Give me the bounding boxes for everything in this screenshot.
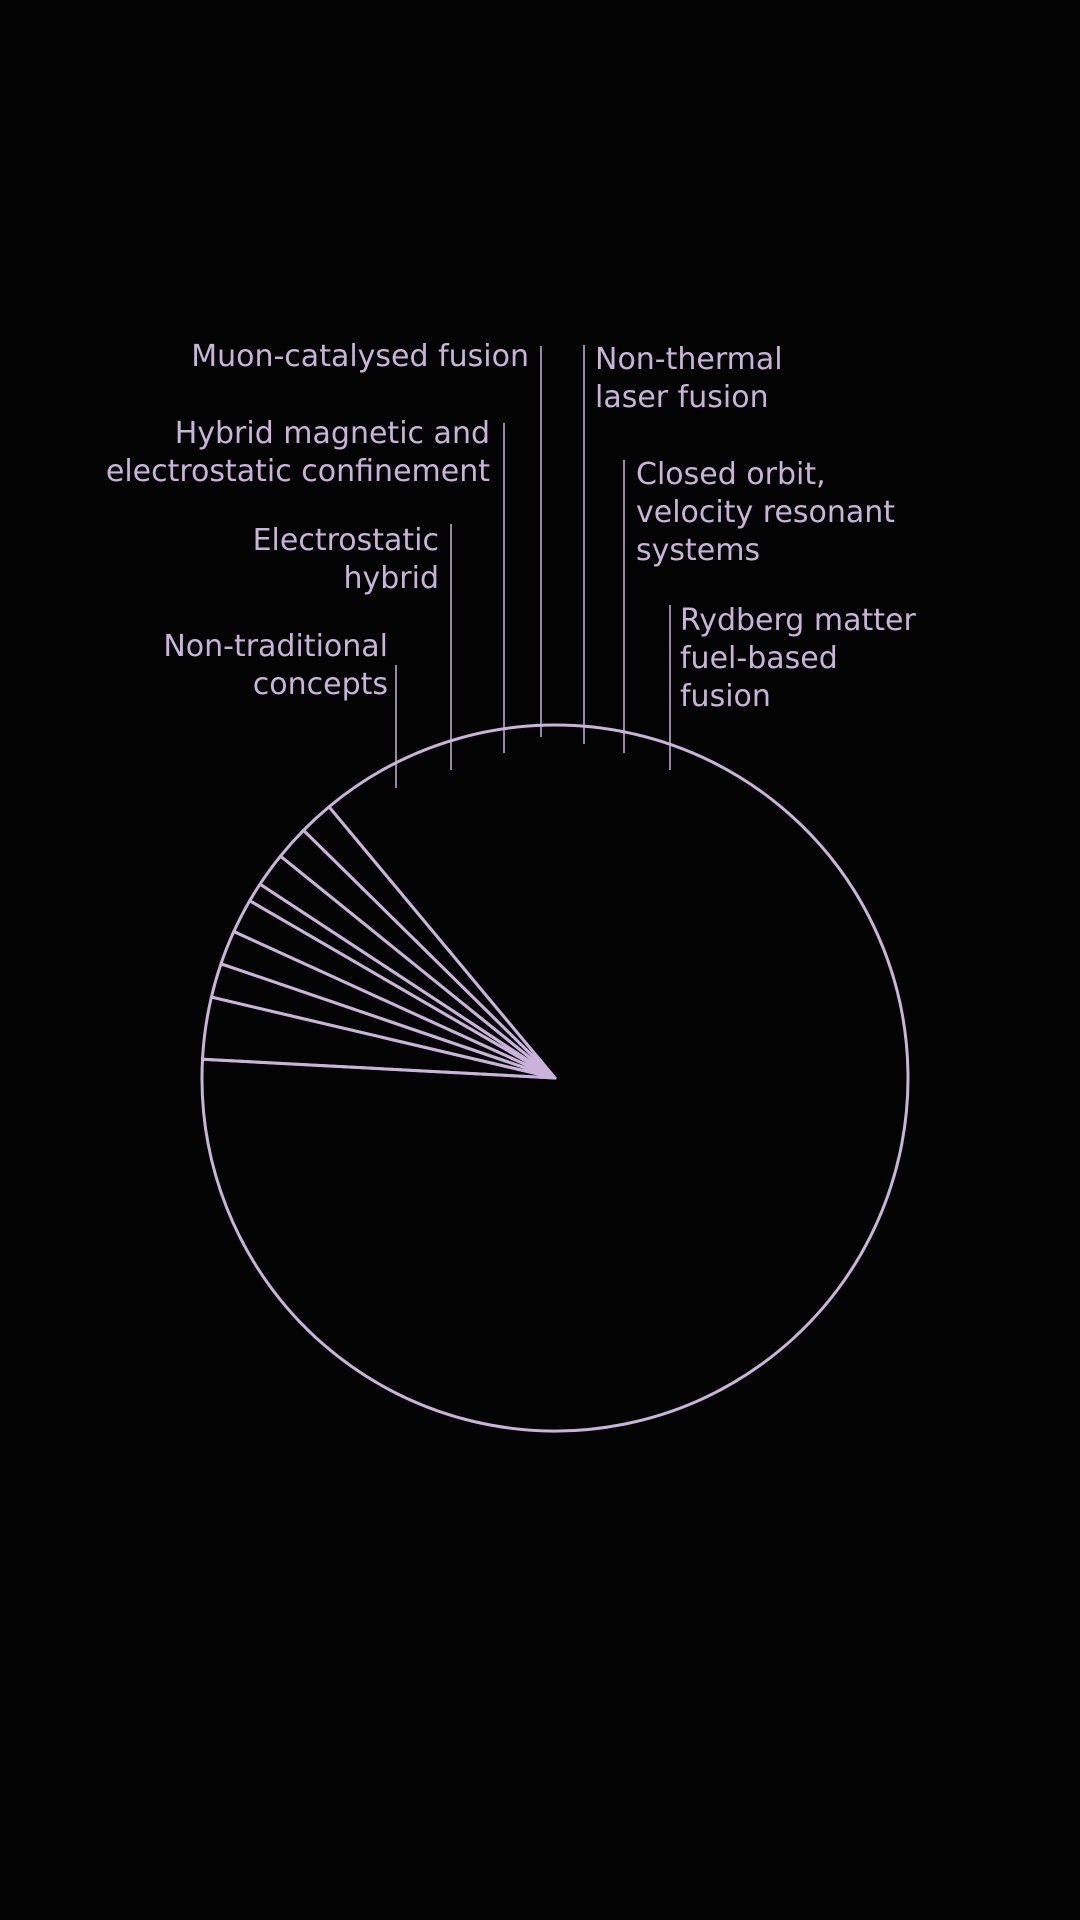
slice-label-line: laser fusion [595,380,769,415]
slice-label-line: Rydberg matter [680,603,916,638]
slice-label-line: Non-traditional [163,629,388,664]
slice-label-line: systems [636,533,760,568]
slice-label-line: Hybrid magnetic and [175,416,490,451]
slice-label-line: Non-thermal [595,342,783,377]
pie-slice [200,723,910,1433]
slice-label: Muon-catalysed fusion [191,339,529,374]
slice-label-line: Muon-catalysed fusion [191,339,529,374]
slice-label-line: hybrid [343,561,439,596]
pie-slice [302,805,557,1080]
pie-slice [278,828,557,1080]
label-leader-lines [395,345,671,788]
pie-slices [200,723,910,1433]
slice-label-line: concepts [253,667,388,702]
slice-label-line: Electrostatic [253,523,439,558]
slice-label-line: fuel-based [680,641,838,676]
slice-label-line: fusion [680,679,771,714]
slice-label-line: velocity resonant [636,495,895,530]
slice-label-line: Closed orbit, [636,457,826,492]
slice-label-line: electrostatic confinement [106,454,490,489]
